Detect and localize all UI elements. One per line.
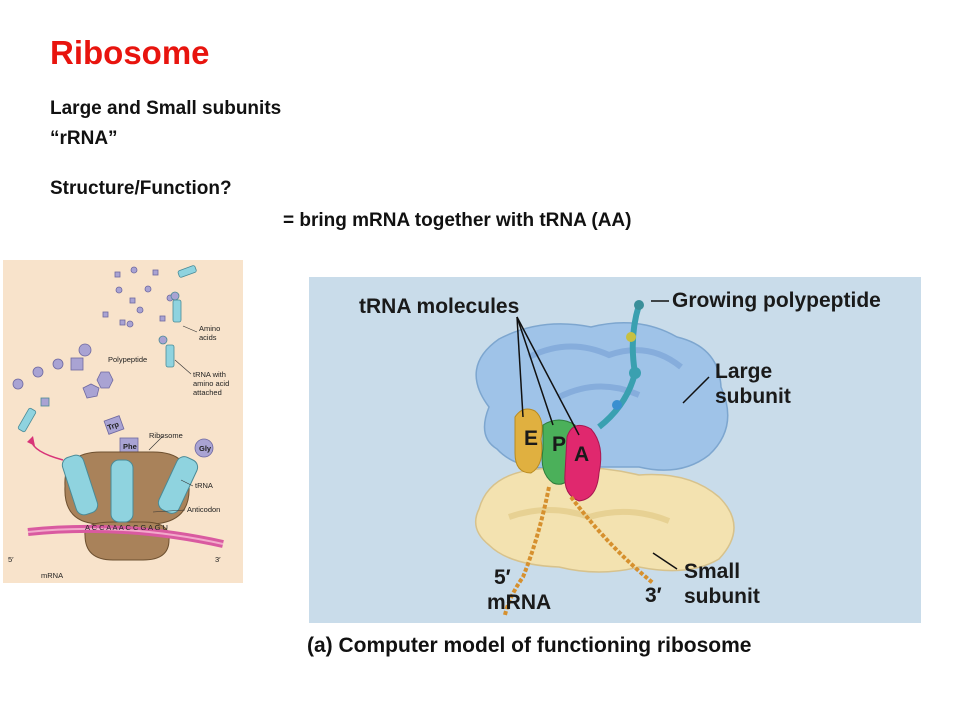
label-amino-acid: amino acid (193, 379, 229, 388)
small-subunit (474, 466, 735, 573)
slide-title: Ribosome (50, 34, 210, 71)
label-ribosome: Ribosome (149, 431, 183, 440)
bullet-rrna: “rRNA” (50, 128, 118, 149)
label-site-p: P (552, 433, 566, 456)
label-attached: attached (193, 388, 222, 397)
translation-diagram: Amino acids Polypeptide tRNA with amino … (3, 260, 243, 583)
label-codons: A C C A A A C C G A G U (85, 523, 168, 532)
label-gly: Gly (199, 444, 212, 453)
floating-trnas (17, 265, 197, 433)
release-arrow (30, 439, 64, 461)
gly-amino-acid (194, 438, 214, 458)
bullet-structure-function: Structure/Function? (50, 178, 232, 199)
label-3-prime: 3′ (645, 584, 662, 607)
e-site-trna (514, 408, 543, 474)
label-site-e: E (524, 427, 538, 450)
translation-diagram-svg: Amino acids Polypeptide tRNA with amino … (8, 265, 229, 580)
leader-lines-right (516, 300, 710, 570)
label-mrna: mRNA (41, 571, 63, 580)
label-5-prime: 5′ (8, 555, 14, 564)
label-phe: Phe (123, 442, 137, 451)
bullet-subunits: Large and Small subunits (50, 98, 282, 119)
label-large-subunit: subunit (715, 385, 791, 408)
leader-lines-left (148, 325, 198, 513)
label-small-subunit: subunit (684, 585, 760, 608)
label-trna: tRNA (195, 481, 213, 490)
label-mrna: mRNA (487, 591, 551, 614)
figure-caption: (a) Computer model of functioning riboso… (307, 634, 752, 657)
label-5-prime: 5′ (494, 566, 511, 589)
free-amino-acids (102, 266, 174, 328)
ribosome-computer-model: tRNA molecules Growing polypeptide Large… (309, 277, 921, 623)
label-3-prime: 3′ (215, 555, 221, 564)
label-acids: acids (199, 333, 217, 342)
label-large: Large (715, 360, 772, 383)
growing-polypeptide-chain (597, 300, 644, 430)
label-small: Small (684, 560, 740, 583)
label-trp: Trp (106, 420, 120, 433)
mrna-5-strand (503, 486, 551, 616)
a-site-trna (564, 424, 602, 502)
label-trna-with: tRNA with (193, 370, 226, 379)
bound-trnas (61, 454, 199, 523)
bullet-function-answer: = bring mRNA together with tRNA (AA) (283, 210, 632, 231)
label-growing-polypeptide: Growing polypeptide (672, 289, 881, 312)
label-anticodon: Anticodon (187, 505, 220, 514)
polypeptide-chain (12, 343, 139, 453)
label-site-a: A (574, 443, 589, 466)
ribosome-model-svg: tRNA molecules Growing polypeptide Large… (359, 289, 881, 616)
label-amino: Amino (199, 324, 220, 333)
label-trna-molecules: tRNA molecules (359, 295, 519, 318)
label-polypeptide: Polypeptide (108, 355, 147, 364)
mrna-3-strand (569, 495, 655, 585)
